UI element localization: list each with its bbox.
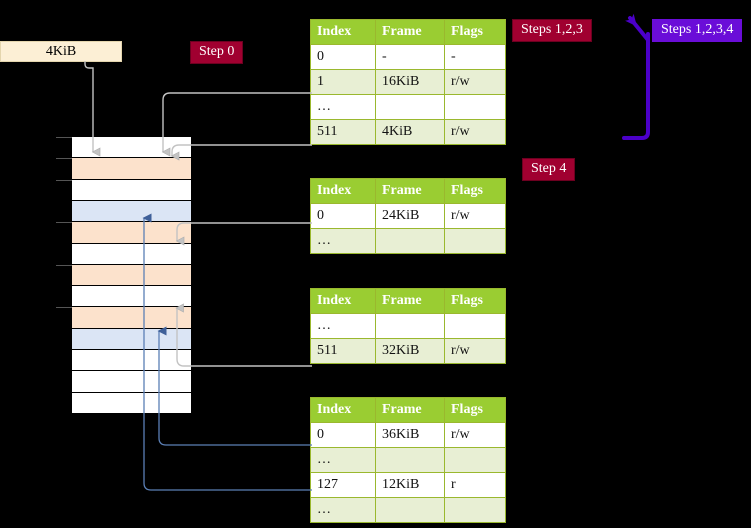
table-cell xyxy=(444,497,506,523)
table-row: 0-- xyxy=(310,44,506,70)
column-header-index: Index xyxy=(310,288,376,314)
memory-frame-row xyxy=(72,392,191,414)
table-cell: r/w xyxy=(444,203,506,229)
table-cell: … xyxy=(310,313,376,339)
table-cell: 4KiB xyxy=(375,119,445,145)
column-header-index: Index xyxy=(310,178,376,204)
table-row: … xyxy=(310,447,506,473)
memory-frame-row xyxy=(72,286,191,308)
memory-frame-tick xyxy=(56,222,72,224)
table-cell xyxy=(375,228,445,254)
table-cell: 1 xyxy=(310,69,376,95)
table-cell: r/w xyxy=(444,422,506,448)
column-header-flags: Flags xyxy=(444,288,506,314)
column-header-flags: Flags xyxy=(444,19,506,45)
table-cell: 511 xyxy=(310,338,376,364)
table-cell: … xyxy=(310,497,376,523)
column-header-flags: Flags xyxy=(444,397,506,423)
table-cell: … xyxy=(310,228,376,254)
table-cell: r/w xyxy=(444,119,506,145)
memory-frame-row xyxy=(56,222,191,244)
table-cell: 12KiB xyxy=(375,472,445,498)
table-row: … xyxy=(310,313,506,339)
table-cell xyxy=(444,228,506,254)
table-cell xyxy=(444,94,506,120)
table-cell: r/w xyxy=(444,338,506,364)
memory-frame-tick xyxy=(56,179,72,181)
table-cell: r/w xyxy=(444,69,506,95)
table-cell: 127 xyxy=(310,472,376,498)
memory-frame-tick xyxy=(56,158,72,160)
memory-frame-row xyxy=(72,371,191,393)
badge-step-4: Step 4 xyxy=(522,158,576,181)
connector-t1-row511-to-memory xyxy=(172,144,312,156)
table-cell xyxy=(375,447,445,473)
table-cell: - xyxy=(375,44,445,70)
memory-frame-row xyxy=(56,179,191,201)
memory-frame-row xyxy=(56,137,191,159)
table-cell xyxy=(375,94,445,120)
column-header-frame: Frame xyxy=(375,19,445,45)
column-header-frame: Frame xyxy=(375,397,445,423)
badge-steps-1234: Steps 1,2,3,4 xyxy=(652,19,743,42)
column-header-frame: Frame xyxy=(375,288,445,314)
table-cell: 0 xyxy=(310,422,376,448)
frame-size-box: 4KiB xyxy=(0,41,122,62)
memory-frame-row xyxy=(56,264,191,287)
badge-step-0: Step 0 xyxy=(190,41,244,64)
column-header-index: Index xyxy=(310,19,376,45)
table-cell: r xyxy=(444,472,506,498)
table-cell: 24KiB xyxy=(375,203,445,229)
memory-frame-row xyxy=(72,200,191,223)
table-cell xyxy=(375,497,445,523)
memory-frame-row xyxy=(56,158,191,180)
table-cell xyxy=(444,447,506,473)
table-cell: … xyxy=(310,447,376,473)
table-cell: 0 xyxy=(310,203,376,229)
memory-frame-tick xyxy=(56,307,72,309)
column-header-index: Index xyxy=(310,397,376,423)
table-cell xyxy=(375,313,445,339)
connector-t2-row0-to-memory xyxy=(177,222,312,241)
table-row: … xyxy=(310,94,506,120)
column-header-flags: Flags xyxy=(444,178,506,204)
column-header-frame: Frame xyxy=(375,178,445,204)
memory-frame-tick xyxy=(56,137,72,138)
table-cell: 36KiB xyxy=(375,422,445,448)
table-cell: 16KiB xyxy=(375,69,445,95)
table-cell: 511 xyxy=(310,119,376,145)
bracket-steps-1234 xyxy=(622,13,650,140)
physical-memory-column xyxy=(56,136,191,415)
memory-frame-row xyxy=(72,243,191,265)
table-cell: … xyxy=(310,94,376,120)
memory-frame-row xyxy=(56,307,191,329)
table-cell xyxy=(444,313,506,339)
table-cell: 0 xyxy=(310,44,376,70)
badge-steps-123: Steps 1,2,3 xyxy=(512,19,592,42)
table-row: … xyxy=(310,228,506,254)
memory-frame-row xyxy=(72,328,191,351)
memory-frame-tick xyxy=(56,264,72,266)
table-row: … xyxy=(310,497,506,523)
table-cell: 32KiB xyxy=(375,338,445,364)
memory-frame-row xyxy=(72,350,191,372)
table-cell: - xyxy=(444,44,506,70)
connector-t3-row511-to-memory xyxy=(177,308,312,367)
